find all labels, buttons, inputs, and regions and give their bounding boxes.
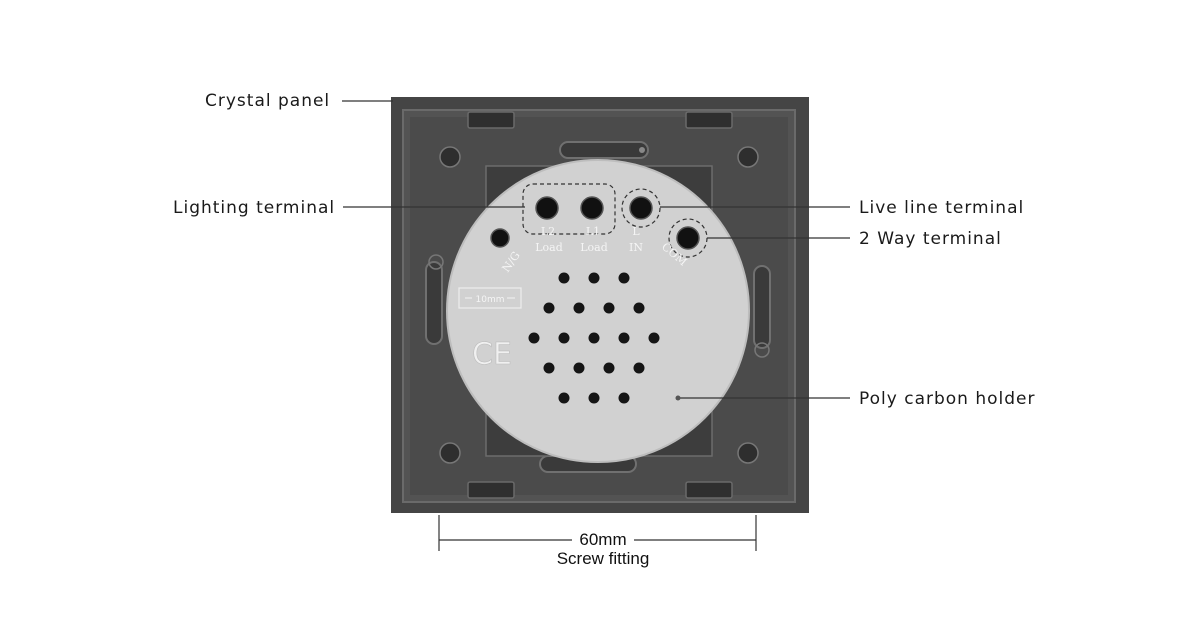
terminal-screws: [490, 196, 700, 250]
corner-screw-holes: [439, 146, 759, 464]
dimension-value: 60mm: [579, 530, 627, 549]
live-line-terminal-outline: [621, 188, 661, 228]
clip-notches: [467, 111, 733, 499]
keyhole-slots: [539, 141, 649, 473]
dimension-line: [438, 515, 757, 551]
label-l-sub: IN: [629, 241, 643, 254]
callout-crystal-panel: Crystal panel: [205, 91, 331, 111]
callout-poly-carbon-holder: Poly carbon holder: [859, 389, 1036, 409]
terminal-screw-com: [676, 226, 700, 250]
terminal-screw-l: [629, 196, 653, 220]
label-l1-sub: Load: [580, 241, 608, 254]
leader-lines: [342, 100, 850, 399]
dimension-caption: Screw fitting: [556, 549, 650, 568]
label-l1: L1: [586, 225, 600, 238]
ce-mark: CE: [472, 337, 512, 372]
callout-live-line-terminal: Live line terminal: [859, 198, 1025, 218]
callout-lighting-terminal: Lighting terminal: [173, 198, 336, 218]
terminal-screw-l1: [580, 196, 604, 220]
label-l: L: [632, 225, 640, 238]
side-slots: [425, 261, 771, 349]
terminal-screw-l2: [535, 196, 559, 220]
poly-carbon-holder: [446, 159, 750, 463]
lighting-terminal-outline: [522, 183, 616, 235]
label-l2: L2: [541, 225, 555, 238]
scale-mark-label: 10mm: [476, 295, 505, 305]
vent-holes: [528, 272, 660, 404]
callout-two-way-terminal: 2 Way terminal: [859, 229, 1002, 249]
terminal-screw-n-g: [490, 228, 510, 248]
side-screw-marks: [428, 254, 770, 358]
label-l2-sub: Load: [535, 241, 563, 254]
scale-mark: [458, 287, 522, 309]
